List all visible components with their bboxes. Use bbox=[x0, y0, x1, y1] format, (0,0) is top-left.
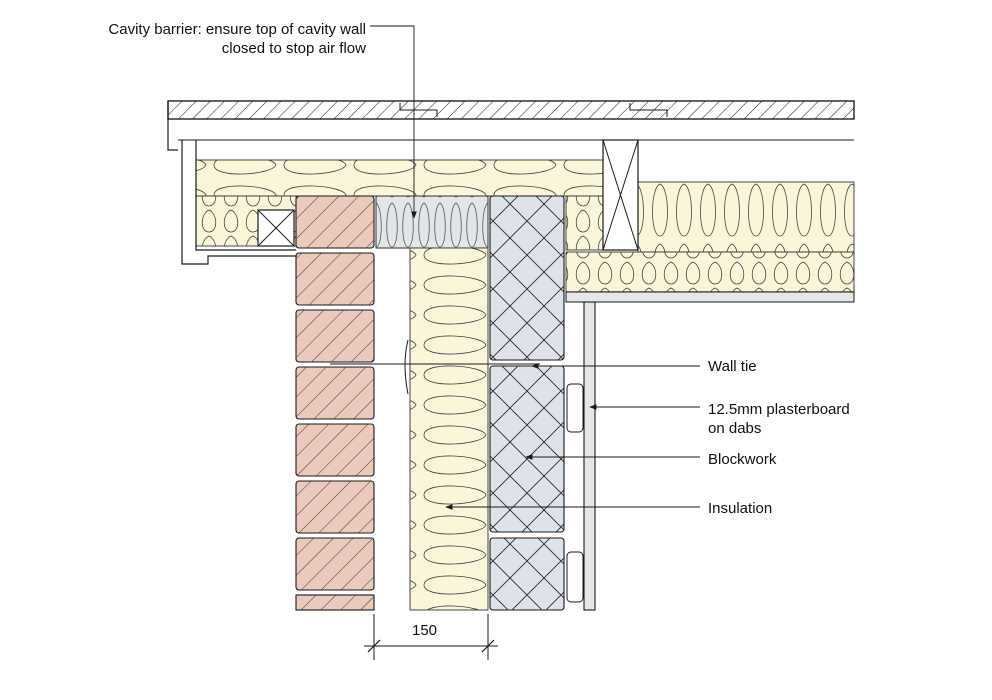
wall-tie bbox=[330, 339, 540, 395]
brick-outer-leaf bbox=[295, 195, 375, 611]
fascia-board bbox=[181, 140, 296, 265]
plasterboard-label-line2: on dabs bbox=[708, 420, 762, 437]
dimension-150 bbox=[364, 614, 498, 660]
plasterboard bbox=[583, 301, 596, 611]
cavity-barrier bbox=[375, 195, 489, 249]
roof-insulation bbox=[195, 159, 855, 303]
timber-block-right bbox=[602, 139, 639, 251]
plasterboard-label-line1: 12.5mm plasterboard bbox=[708, 401, 850, 418]
blockwork-label: Blockwork bbox=[708, 451, 777, 468]
wall-tie-label: Wall tie bbox=[708, 358, 757, 375]
blockwork-inner-leaf bbox=[489, 195, 565, 611]
dimension-label: 150 bbox=[412, 622, 438, 639]
leader-cavity-barrier bbox=[370, 25, 417, 219]
insulation-label: Insulation bbox=[708, 500, 773, 517]
cavity-insulation bbox=[409, 247, 489, 611]
cavity-barrier-label: Cavity barrier: ensure top of cavity wal… bbox=[108, 21, 366, 57]
roof-deck bbox=[167, 100, 855, 151]
timber-block-left bbox=[257, 209, 295, 247]
plasterboard-label: 12.5mm plasterboard on dabs bbox=[708, 400, 850, 438]
plaster-dabs bbox=[566, 383, 584, 603]
